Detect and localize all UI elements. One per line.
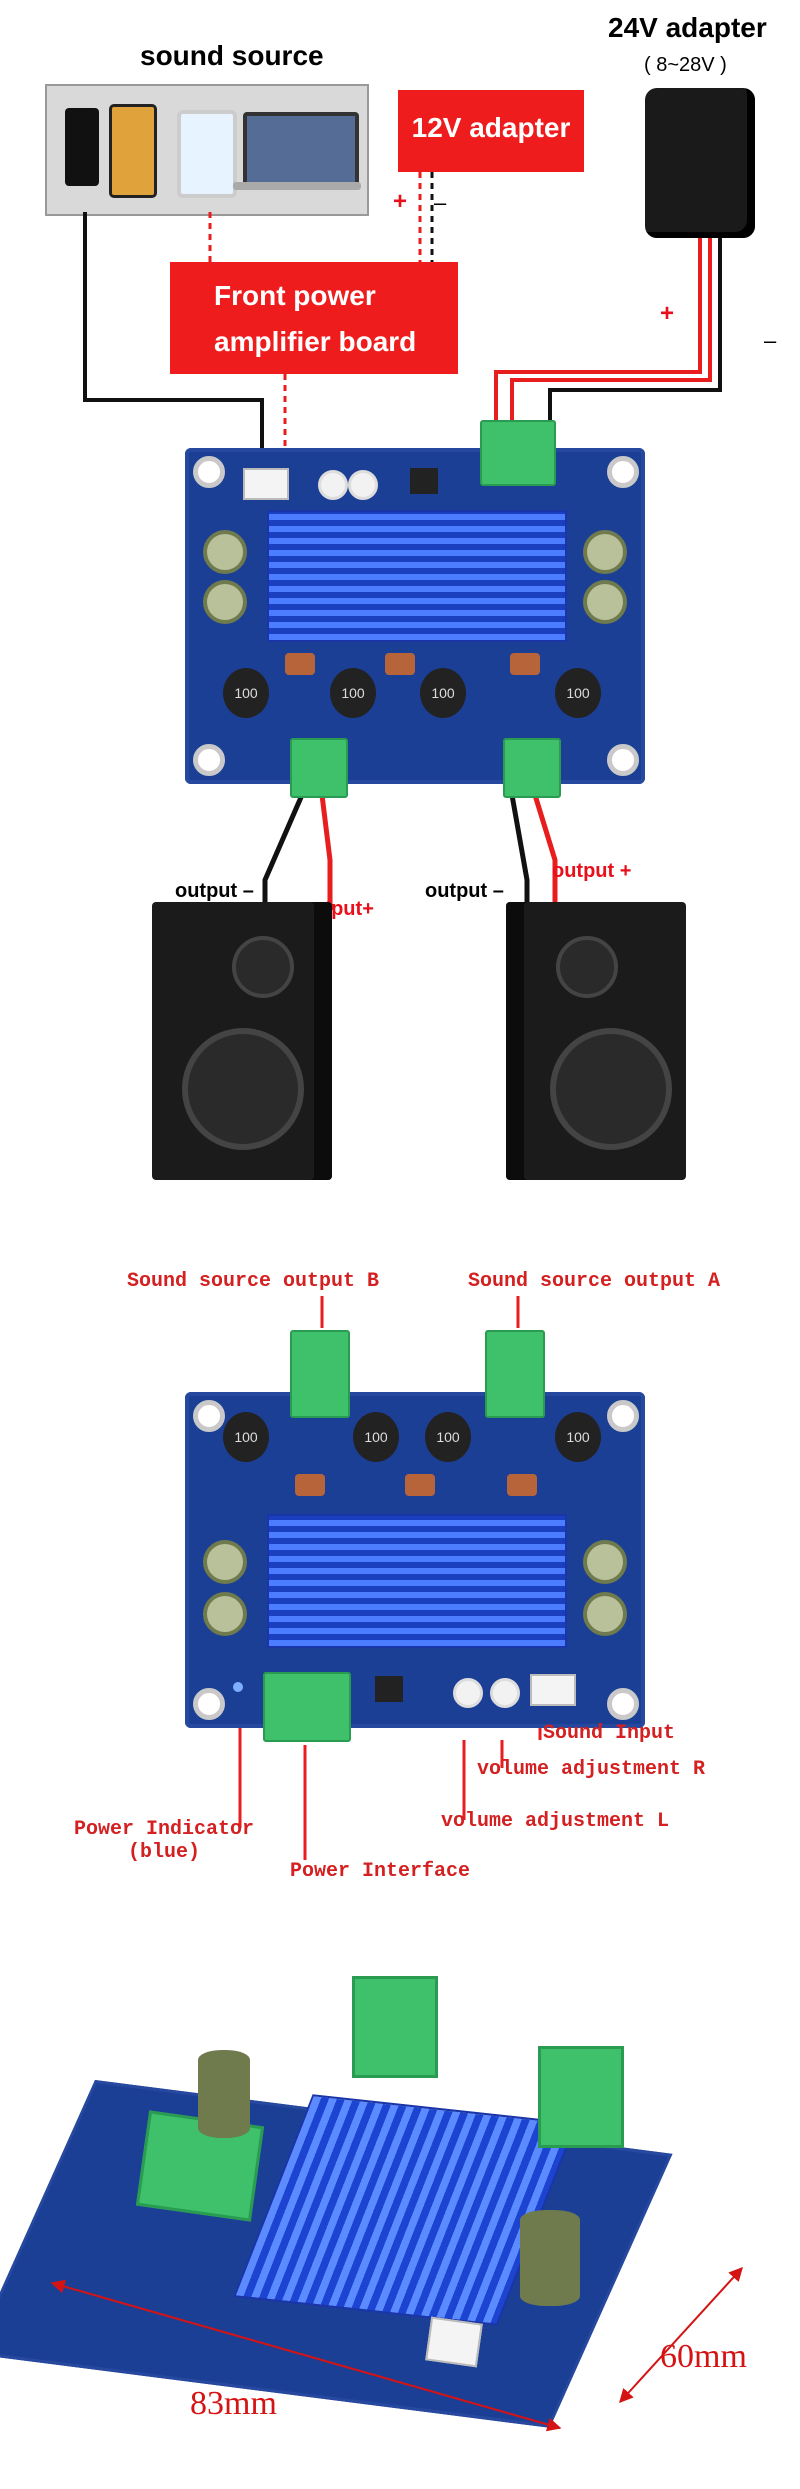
amplifier-pcb-top: 100 100 100 100 bbox=[185, 420, 645, 798]
capacitor bbox=[583, 580, 627, 624]
output-minus-right-sign: – bbox=[492, 880, 504, 902]
inductor: 100 bbox=[425, 1412, 471, 1462]
adapter-12v-minus: – bbox=[434, 190, 447, 215]
inductor: 100 bbox=[555, 668, 601, 718]
mounting-hole bbox=[607, 456, 639, 488]
tweeter bbox=[232, 936, 294, 998]
output-minus-left-text: output bbox=[175, 880, 238, 902]
capacitor bbox=[203, 580, 247, 624]
mounting-hole bbox=[193, 1688, 225, 1720]
sound-source-box bbox=[45, 84, 369, 216]
tablet-image bbox=[177, 110, 237, 198]
adapter-24v-title: 24V adapter bbox=[608, 12, 767, 43]
mounting-hole bbox=[607, 1400, 639, 1432]
label-source-output-b: Sound source output B bbox=[127, 1270, 380, 1293]
output-terminal-3d-left bbox=[352, 1976, 438, 2078]
capacitor bbox=[203, 530, 247, 574]
capacitor bbox=[203, 1592, 247, 1636]
label-power-indicator-line2: (blue) bbox=[127, 1841, 200, 1864]
label-power-interface: Power Interface bbox=[290, 1860, 471, 1883]
voltage-regulator-ic bbox=[410, 468, 438, 494]
inductor: 100 bbox=[555, 1412, 601, 1462]
capacitor-3d bbox=[198, 2050, 250, 2138]
wiring-lines bbox=[83, 172, 722, 910]
adapter-12v-box: 12V adapter bbox=[398, 90, 584, 172]
output-terminal-left bbox=[290, 738, 348, 798]
capacitor bbox=[583, 1592, 627, 1636]
power-terminal bbox=[480, 420, 556, 486]
volume-knob-r bbox=[490, 1678, 520, 1708]
phone-gold-image bbox=[109, 104, 157, 198]
voltage-regulator-ic bbox=[375, 1676, 403, 1702]
adapter-24v-range: ( 8~28V ) bbox=[644, 54, 727, 76]
output-plus-right: output + bbox=[552, 860, 632, 882]
adapter-24v-plus: + bbox=[660, 300, 675, 327]
speaker-left bbox=[152, 902, 332, 1180]
label-volume-adjustment-r: volume adjustment R bbox=[477, 1758, 706, 1781]
power-terminal bbox=[263, 1672, 351, 1742]
volume-knob-l bbox=[318, 470, 348, 500]
speaker-right bbox=[506, 902, 686, 1180]
tweeter bbox=[556, 936, 618, 998]
inductor: 100 bbox=[420, 668, 466, 718]
film-capacitor bbox=[507, 1474, 537, 1496]
dimension-width-label: 83mm bbox=[190, 2385, 277, 2422]
inductor: 100 bbox=[330, 668, 376, 718]
mounting-hole bbox=[607, 744, 639, 776]
output-minus-right-text: output bbox=[425, 880, 488, 902]
output-terminal-right bbox=[503, 738, 561, 798]
mounting-hole bbox=[193, 744, 225, 776]
label-source-output-a: Sound source output A bbox=[468, 1270, 721, 1293]
adapter-12v-label: 12V adapter bbox=[411, 112, 571, 143]
output-minus-right: output – bbox=[425, 880, 504, 903]
inductor: 100 bbox=[223, 1412, 269, 1462]
woofer bbox=[182, 1028, 304, 1150]
mp3-player-image bbox=[65, 108, 99, 186]
mounting-hole bbox=[193, 456, 225, 488]
film-capacitor bbox=[295, 1474, 325, 1496]
capacitor bbox=[203, 1540, 247, 1584]
heatsink bbox=[267, 510, 567, 642]
front-board-line2: amplifier board bbox=[214, 326, 417, 357]
adapter-24v-minus: – bbox=[764, 328, 777, 353]
film-capacitor bbox=[385, 653, 415, 675]
output-terminal-a bbox=[485, 1330, 545, 1418]
film-capacitor bbox=[510, 653, 540, 675]
output-terminal-b bbox=[290, 1330, 350, 1418]
label-sound-input: Sound Input bbox=[543, 1722, 676, 1745]
adapter-12v-plus: + bbox=[393, 188, 408, 215]
heatsink bbox=[267, 1514, 567, 1648]
label-power-indicator: Power Indicator (blue) bbox=[54, 1818, 274, 1864]
inductor: 100 bbox=[223, 668, 269, 718]
sound-source-title: sound source bbox=[140, 40, 324, 71]
output-minus-left-sign: – bbox=[242, 880, 254, 902]
laptop-base-image bbox=[233, 182, 361, 190]
adapter-24v-image bbox=[645, 88, 755, 238]
front-amplifier-board: Front power amplifier board bbox=[170, 262, 458, 374]
input-connector bbox=[530, 1674, 576, 1706]
mounting-hole bbox=[607, 1688, 639, 1720]
input-connector bbox=[243, 468, 289, 500]
volume-knob-r bbox=[348, 470, 378, 500]
label-volume-adjustment-l: volume adjustment L bbox=[441, 1810, 670, 1833]
output-minus-left: output – bbox=[175, 880, 254, 903]
label-power-indicator-line1: Power Indicator bbox=[73, 1818, 255, 1841]
mounting-hole bbox=[193, 1400, 225, 1432]
power-indicator-led bbox=[233, 1682, 243, 1692]
film-capacitor bbox=[285, 653, 315, 675]
inductor: 100 bbox=[353, 1412, 399, 1462]
amplifier-pcb-labeled: 100 100 100 100 bbox=[185, 1330, 645, 1742]
front-board-line1: Front power bbox=[214, 280, 376, 311]
capacitor bbox=[583, 530, 627, 574]
woofer bbox=[550, 1028, 672, 1150]
capacitor bbox=[583, 1540, 627, 1584]
film-capacitor bbox=[405, 1474, 435, 1496]
dimension-height-label: 60mm bbox=[660, 2338, 747, 2375]
volume-knob-l bbox=[453, 1678, 483, 1708]
output-terminal-3d-right bbox=[538, 2046, 624, 2148]
